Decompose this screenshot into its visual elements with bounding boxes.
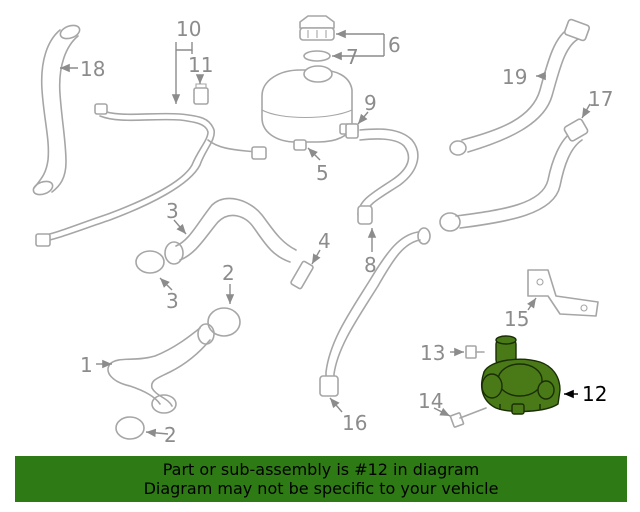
callout-18: 18 (80, 57, 105, 81)
part-12-pump-highlighted[interactable] (480, 335, 561, 415)
callout-15: 15 (504, 307, 529, 331)
callout-8: 8 (364, 253, 377, 277)
part-2-clamp-upper[interactable] (207, 307, 241, 337)
part-17-hose[interactable] (439, 118, 589, 232)
callout-5: 5 (316, 161, 329, 185)
callout-12: 12 (582, 382, 607, 406)
part-13-bolt[interactable] (465, 345, 485, 359)
callout-2-upper: 2 (222, 261, 235, 285)
callout-11: 11 (188, 53, 213, 77)
part-5-reservoir[interactable] (261, 65, 359, 151)
info-banner: Part or sub-assembly is #12 in diagram D… (15, 456, 627, 502)
callout-17: 17 (588, 87, 613, 111)
callout-14: 14 (418, 389, 443, 413)
parts-diagram: 18 10 11 6 7 5 9 8 19 17 3 3 4 2 1 2 15 … (32, 15, 613, 447)
callout-6: 6 (388, 33, 401, 57)
callout-10: 10 (176, 17, 201, 41)
callout-1: 1 (80, 353, 93, 377)
part-8-hose[interactable] (357, 128, 419, 225)
part-18-hose[interactable] (32, 23, 82, 197)
leader-lines (60, 29, 591, 438)
callout-7: 7 (346, 45, 359, 69)
callout-3-lower: 3 (166, 289, 179, 313)
part-3-hose[interactable] (135, 197, 297, 274)
part-2-clamp-lower[interactable] (115, 416, 145, 440)
banner-line-1: Part or sub-assembly is #12 in diagram (162, 460, 480, 479)
part-15-bracket[interactable] (527, 269, 599, 317)
part-4-bracket[interactable] (290, 260, 314, 290)
banner-line-2: Diagram may not be specific to your vehi… (143, 479, 499, 498)
part-16-hose[interactable] (319, 227, 431, 397)
callout-3-upper: 3 (166, 199, 179, 223)
part-7-o-ring[interactable] (303, 50, 331, 62)
part-6-cap[interactable] (299, 15, 335, 41)
part-9-clip[interactable] (345, 123, 359, 139)
callout-16: 16 (342, 411, 367, 435)
part-14-bolt[interactable] (449, 407, 487, 428)
part-19-hose[interactable] (449, 18, 591, 156)
part-11-clip[interactable] (193, 83, 209, 105)
callout-2-lower: 2 (164, 423, 177, 447)
callout-4: 4 (318, 229, 331, 253)
callout-19: 19 (502, 65, 527, 89)
callout-13: 13 (420, 341, 445, 365)
part-1-hose[interactable] (107, 323, 215, 414)
callout-9: 9 (364, 91, 377, 115)
part-10-harness[interactable] (35, 103, 267, 247)
